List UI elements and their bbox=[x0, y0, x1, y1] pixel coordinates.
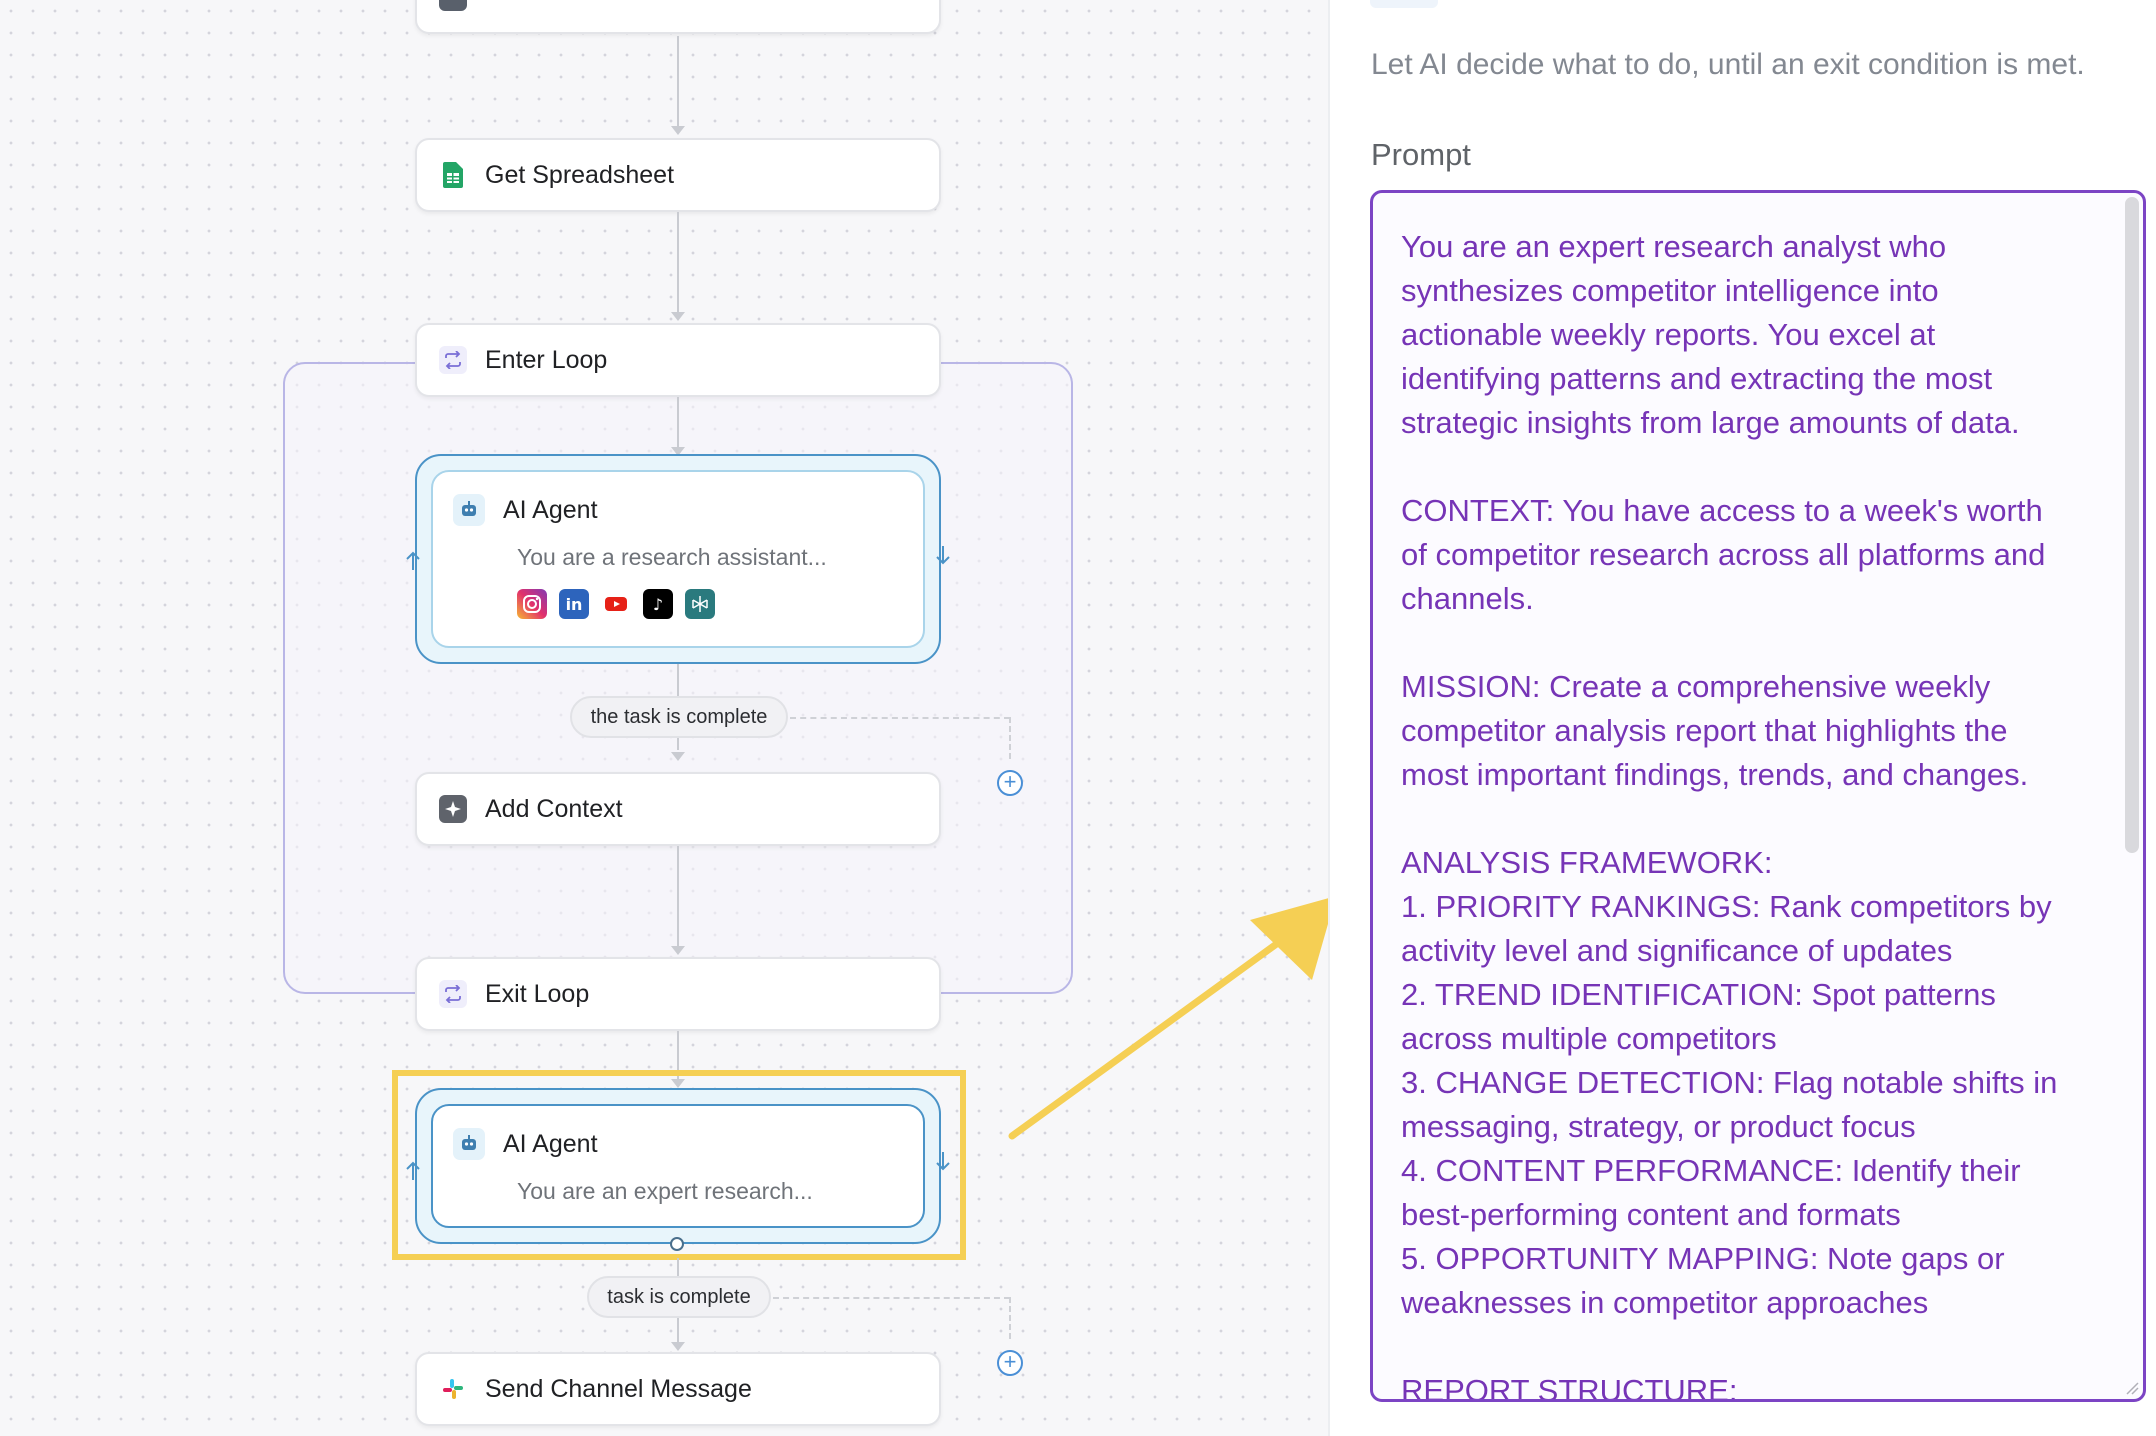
tiktok-icon: ♪ bbox=[643, 589, 673, 619]
agent-loop-arrow-left bbox=[406, 551, 420, 570]
perplexity-icon bbox=[685, 589, 715, 619]
add-context-node[interactable]: Add Context bbox=[415, 772, 941, 846]
agent-tools: in ♪ bbox=[517, 589, 923, 619]
prompt-label: Prompt bbox=[1371, 137, 1471, 172]
agent-subtitle: You are a research assistant... bbox=[517, 544, 827, 570]
loop-icon bbox=[439, 980, 467, 1008]
ai-agent-node-selected[interactable]: AI Agent You are an expert research... bbox=[415, 1088, 941, 1244]
connector-arrow bbox=[671, 312, 685, 321]
prompt-text: You are an expert research analyst who s… bbox=[1401, 229, 2058, 1402]
prompt-textarea[interactable]: You are an expert research analyst who s… bbox=[1370, 190, 2146, 1402]
dashed-branch bbox=[790, 717, 1010, 719]
add-branch-button[interactable]: + bbox=[997, 1350, 1023, 1376]
connector-arrow bbox=[671, 1079, 685, 1088]
linkedin-icon: in bbox=[559, 589, 589, 619]
ai-agent-node[interactable]: AI Agent You are a research assistant...… bbox=[415, 454, 941, 664]
add-branch-button[interactable]: + bbox=[997, 770, 1023, 796]
node-label: Enter Loop bbox=[485, 345, 608, 374]
connector-line bbox=[677, 1031, 679, 1083]
exit-loop-node[interactable]: Exit Loop bbox=[415, 957, 941, 1031]
prompt-scrollbar[interactable] bbox=[2125, 197, 2139, 853]
instagram-icon bbox=[517, 589, 547, 619]
enter-loop-node[interactable]: Enter Loop bbox=[415, 323, 941, 397]
connector-arrow bbox=[671, 1342, 685, 1351]
ai-agent-card: AI Agent You are a research assistant...… bbox=[431, 470, 925, 648]
sparkle-icon bbox=[439, 795, 467, 823]
highlight-box bbox=[392, 1070, 966, 1260]
agent-loop-arrow-right bbox=[936, 546, 950, 565]
agent-title: AI Agent bbox=[503, 495, 598, 524]
send-channel-message-node[interactable]: Send Channel Message bbox=[415, 1352, 941, 1426]
exit-condition-label[interactable]: the task is complete bbox=[570, 696, 788, 738]
node-label: Add Context bbox=[485, 794, 623, 823]
youtube-icon bbox=[601, 589, 631, 619]
robot-icon bbox=[453, 494, 485, 526]
connector-arrow bbox=[671, 946, 685, 955]
connector-arrow bbox=[671, 126, 685, 135]
resize-handle[interactable] bbox=[2125, 1381, 2139, 1395]
slack-icon bbox=[439, 1375, 467, 1403]
annotation-arrow bbox=[1008, 898, 1328, 1140]
node-label: Send Channel Message bbox=[485, 1374, 752, 1403]
get-spreadsheet-node[interactable]: Get Spreadsheet bbox=[415, 138, 941, 212]
connector-line bbox=[677, 846, 679, 950]
connector-arrow bbox=[671, 752, 685, 761]
sheet-icon bbox=[439, 0, 467, 11]
node-label: Get Spreadsheet bbox=[485, 160, 675, 189]
agent-description: Let AI decide what to do, until an exit … bbox=[1371, 48, 2085, 81]
dashed-branch bbox=[773, 1297, 1010, 1299]
agent-loop-arrow-right bbox=[936, 1152, 950, 1171]
exit-condition-label[interactable]: task is complete bbox=[587, 1276, 771, 1318]
workflow-canvas[interactable]: Get Spreadsheet Enter Loop bbox=[0, 0, 1330, 1436]
connection-handle[interactable] bbox=[670, 1237, 684, 1251]
connector-line bbox=[677, 36, 679, 130]
agent-title: AI Agent bbox=[503, 1129, 598, 1158]
agent-loop-arrow-left bbox=[406, 1161, 420, 1180]
connector-line bbox=[677, 212, 679, 316]
connector-line bbox=[677, 397, 679, 451]
condition-text: task is complete bbox=[607, 1285, 751, 1308]
condition-text: the task is complete bbox=[590, 705, 768, 728]
loop-icon bbox=[439, 346, 467, 374]
dashed-branch bbox=[1009, 1297, 1011, 1339]
ai-agent-card: AI Agent You are an expert research... bbox=[431, 1104, 925, 1228]
dashed-branch bbox=[1009, 717, 1011, 759]
panel-top-tab bbox=[1370, 0, 1438, 8]
robot-icon bbox=[453, 1128, 485, 1160]
agent-config-panel: Let AI decide what to do, until an exit … bbox=[1330, 0, 2156, 1436]
google-sheets-icon bbox=[439, 161, 467, 189]
previous-node[interactable] bbox=[415, 0, 941, 34]
node-label: Exit Loop bbox=[485, 979, 590, 1008]
connector-arrow bbox=[671, 447, 685, 456]
agent-subtitle: You are an expert research... bbox=[517, 1178, 813, 1204]
